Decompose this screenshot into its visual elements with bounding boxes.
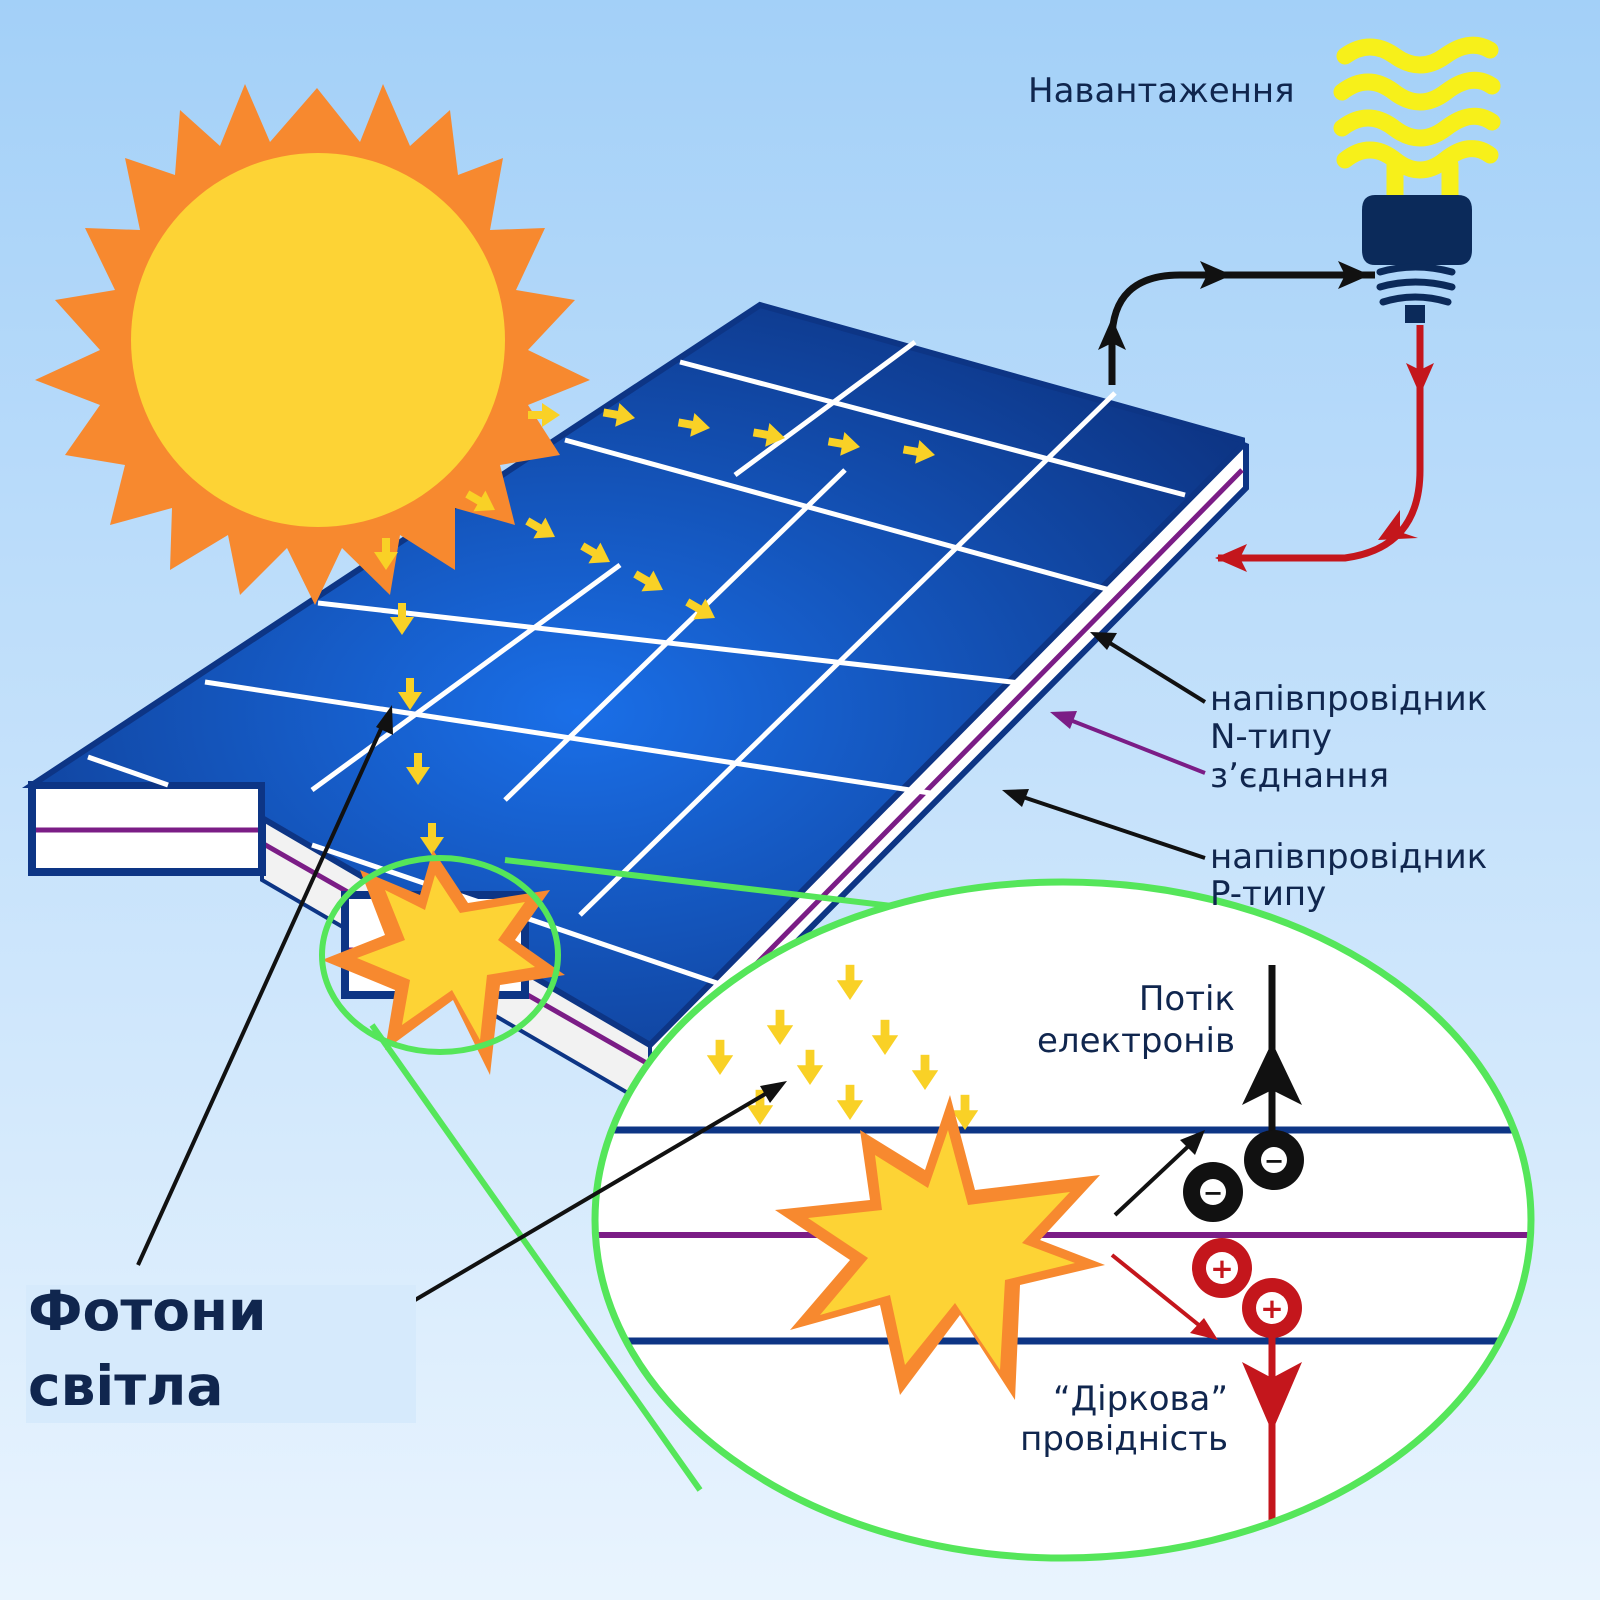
load-label: Навантаження [1028, 71, 1295, 111]
electron-move-arrow [1113, 1138, 1197, 1217]
bulb-spiral [1333, 36, 1501, 209]
hole-current-arrowhead [1242, 1362, 1302, 1432]
n-type-label-line1: напівпровідник [1210, 679, 1487, 719]
circuit-wire-red [1218, 325, 1424, 562]
circuit-arrow-up [1098, 318, 1126, 350]
circuit-arrow-down [1406, 363, 1434, 395]
electron-current-arrowhead [1242, 1042, 1302, 1105]
circuit-arrow-left [1215, 544, 1247, 572]
zoom-detail: − − + + [591, 878, 1535, 1562]
photons-label-line2: світла [28, 1354, 224, 1418]
bulb-tip [1405, 305, 1425, 323]
electron-move-arrowhead [1180, 1130, 1205, 1155]
n-type-pointer-head [1090, 632, 1117, 650]
hole-move-arrowhead [1190, 1318, 1218, 1340]
zoom-source-circle [319, 855, 561, 1055]
hole-2-symbol: + [1260, 1292, 1283, 1325]
junction-pointer [1064, 716, 1206, 775]
electron-1-symbol: − [1203, 1179, 1223, 1207]
electron-flow-label-line2: електронів [1037, 1021, 1235, 1061]
bulb-base [1362, 195, 1472, 265]
zoom-ellipse-outline [591, 878, 1535, 1562]
solar-panel [22, 301, 1249, 1103]
electron-flow-label-line1: Потік [1139, 979, 1235, 1019]
sun-core [131, 153, 505, 527]
junction-pointer-head [1050, 711, 1077, 729]
bulb-screw [1376, 263, 1456, 306]
circuit-arrow-right-1 [1200, 261, 1232, 289]
zoom-ellipse-fill [595, 882, 1531, 1558]
electron-2-symbol: − [1264, 1147, 1284, 1175]
hole-1-symbol: + [1210, 1252, 1233, 1285]
photons-pointer-panel-head [376, 705, 393, 735]
photons-label-line1: Фотони [28, 1279, 267, 1343]
circuit [1098, 261, 1434, 572]
zoom-connector-bottom [369, 1023, 703, 1492]
n-type-pointer [1103, 638, 1207, 704]
junction-label: з’єднання [1210, 756, 1389, 796]
photons-pointer-zoom [413, 1088, 774, 1302]
photons-pointer-panel [136, 719, 387, 1266]
hole-conduction-label-line1: “Діркова” [1053, 1379, 1228, 1419]
p-type-label-line2: P-типу [1210, 874, 1326, 914]
label-pointers [136, 632, 1207, 1302]
photons-pointer-zoom-head [760, 1081, 787, 1103]
hole-1: + [1192, 1238, 1252, 1298]
photons-label-background [26, 1285, 416, 1423]
photon-burst-small [322, 850, 565, 1075]
p-type-pointer-head [1002, 789, 1029, 807]
p-type-label-line1: напівпровідник [1210, 837, 1487, 877]
circuit-arrow-right-2 [1338, 261, 1370, 289]
circuit-arrow-curve [1378, 510, 1418, 540]
light-bulb-icon [1333, 36, 1501, 323]
n-type-label-line2: N-типу [1210, 717, 1332, 757]
sun [35, 84, 590, 605]
hole-2: + [1242, 1278, 1302, 1338]
p-type-pointer [1016, 793, 1206, 860]
electron-2: − [1244, 1130, 1304, 1190]
photon-burst-large [775, 1095, 1105, 1400]
hole-conduction-label-line2: провідність [1020, 1419, 1228, 1459]
hole-move-arrow [1110, 1253, 1207, 1332]
electron-1: − [1183, 1162, 1243, 1222]
